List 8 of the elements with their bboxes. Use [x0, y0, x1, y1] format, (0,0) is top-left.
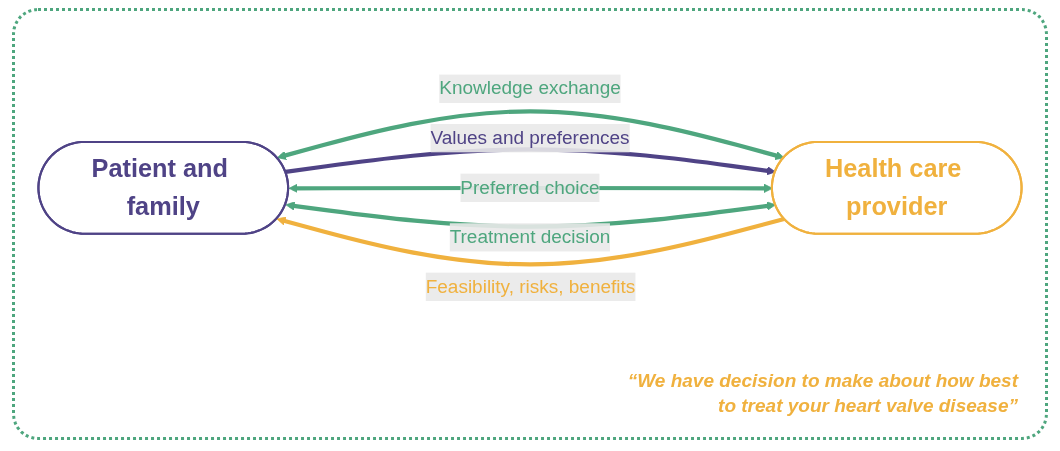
arrow: [276, 109, 785, 161]
edge-label: Preferred choice: [460, 176, 600, 199]
edge-label: Values and preferences: [430, 127, 630, 149]
arrow: [276, 216, 785, 267]
edge-label: Treatment decision: [449, 226, 611, 248]
edge-label: Knowledge exchange: [439, 77, 621, 99]
edge-label: Feasibility, risks, benefits: [425, 276, 636, 298]
quote-text: “We have decision to make about how best to treat your heart valve disease”: [626, 368, 1018, 419]
